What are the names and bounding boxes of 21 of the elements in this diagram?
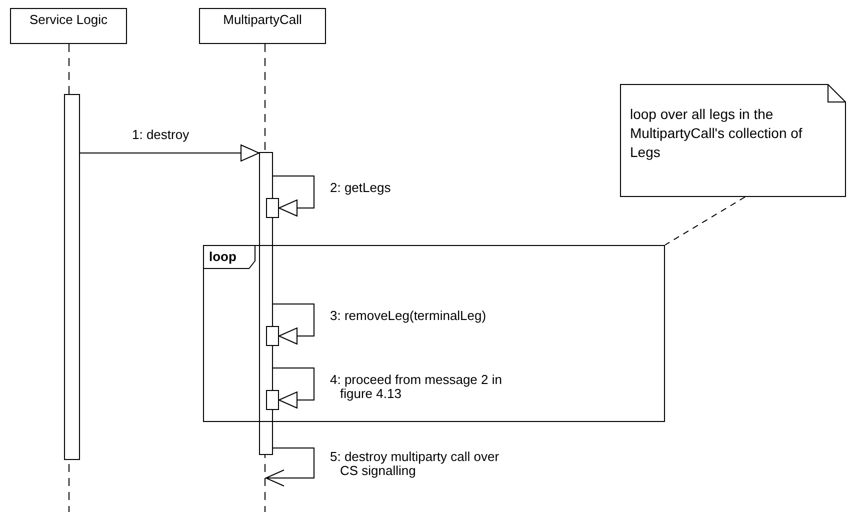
loop-frame	[203, 245, 665, 422]
message-arrow	[266, 448, 314, 486]
note-link	[664, 196, 746, 246]
message-arrow	[272, 304, 314, 344]
message-label: 5: destroy multiparty call over CS signalling	[330, 450, 502, 478]
activation-bar	[266, 198, 279, 218]
fragment-operator: loop	[209, 249, 236, 264]
activation-bar	[64, 94, 80, 460]
lifeline-name: MultipartyCall	[223, 12, 302, 27]
activation-bar	[266, 390, 279, 410]
message-label: 1: destroy	[132, 128, 190, 142]
lifeline-name: Service Logic	[29, 12, 108, 27]
activation-bar	[266, 326, 279, 346]
message-label: 4: proceed from message 2 in figure 4.13	[330, 373, 502, 401]
message-arrow	[272, 368, 314, 408]
lifeline-head-box	[10, 8, 127, 44]
message-arrow	[272, 176, 314, 216]
note-box	[620, 84, 846, 197]
message-arrow	[80, 144, 260, 162]
lifeline-head-box	[199, 8, 326, 44]
note-text: loop over all legs in the MultipartyCall's collection of Legs	[630, 105, 804, 162]
